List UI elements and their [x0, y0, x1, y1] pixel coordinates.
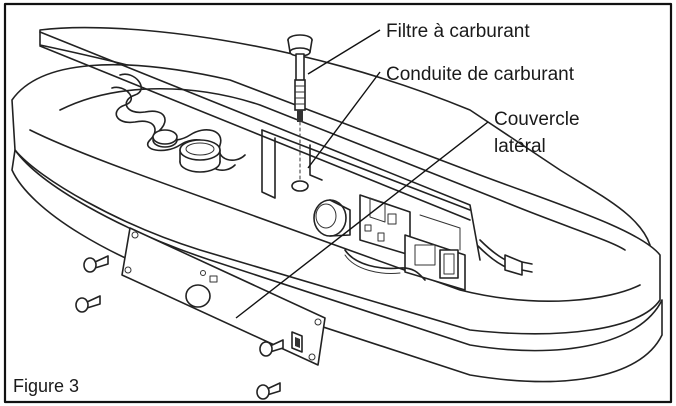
- motor: [313, 199, 351, 237]
- screw: [83, 255, 109, 273]
- fuel-line-hole: [291, 180, 309, 192]
- fuel-cap: [179, 139, 221, 173]
- screw: [259, 339, 284, 357]
- screws: [75, 255, 284, 400]
- fuel-filter: [287, 34, 313, 122]
- fuel-filter-leader: [307, 29, 381, 75]
- figure-frame: [3, 2, 673, 404]
- label-side-cover-line1: Couvercle: [494, 109, 580, 130]
- side-cover: [121, 227, 326, 366]
- side-cover-leader: [235, 121, 489, 319]
- power-cord: [477, 239, 533, 276]
- label-fuel-line: Conduite de carburant: [386, 64, 575, 85]
- control-board: [359, 194, 466, 291]
- screw: [256, 382, 281, 400]
- label-side-cover-line2: latéral: [494, 136, 546, 157]
- label-fuel-filter: Filtre à carburant: [386, 21, 530, 42]
- screw: [75, 295, 101, 313]
- fuel-line-leader: [307, 71, 381, 169]
- figure-caption: Figure 3: [13, 376, 79, 396]
